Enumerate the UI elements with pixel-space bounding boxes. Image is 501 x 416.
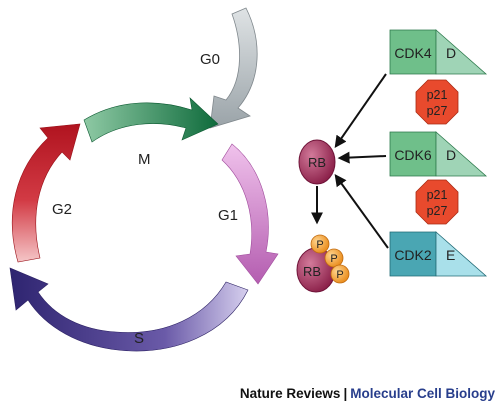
p27-label-2: p27 (427, 204, 448, 218)
phosphate-label: P (316, 239, 323, 251)
p21-p27-inhibitor-2: p21 p27 (415, 179, 459, 225)
cdk6-cyclin-d-complex: CDK6 D (389, 131, 488, 177)
p21-p27-inhibitor-1: p21 p27 (415, 79, 459, 125)
cdk6-to-rb-arrow (337, 151, 387, 164)
cdk4-label: CDK4 (394, 45, 432, 61)
p21-label-1: p21 (427, 88, 448, 102)
p21-label-2: p21 (427, 188, 448, 202)
phosphate-1: P (310, 234, 330, 254)
s-arrow (9, 267, 249, 352)
cdk2-to-rb-arrow (334, 174, 389, 249)
g2-label: G2 (52, 201, 72, 218)
cyclin-d-label-2: D (446, 147, 456, 163)
publisher-name: Nature Reviews (239, 386, 341, 401)
cdk4-cyclin-d-complex: CDK4 D (389, 29, 488, 75)
rb-phospho-label: RB (303, 264, 321, 279)
cdk4-to-rb-arrow (334, 73, 387, 148)
figure-credit: Nature Reviews|Molecular Cell Biology (0, 386, 501, 406)
phosphate-3: P (330, 264, 350, 284)
cyclin-d-label-1: D (446, 45, 456, 61)
g2-arrow (11, 123, 81, 263)
journal-name: Molecular Cell Biology (350, 386, 495, 401)
cdk2-cyclin-e-complex: CDK2 E (389, 231, 488, 277)
m-label: M (138, 151, 151, 168)
g0-label: G0 (200, 51, 220, 68)
credit-separator: | (343, 386, 348, 401)
rb-phosphorylated: RB P P P (296, 234, 350, 293)
s-label: S (134, 330, 144, 347)
g0-arrow (209, 7, 258, 129)
cdk6-label: CDK6 (394, 147, 432, 163)
rb-node: RB (298, 139, 336, 185)
p27-label-1: p27 (427, 104, 448, 118)
phosphate-label: P (336, 269, 343, 281)
rb-label: RB (308, 155, 326, 170)
g1-label: G1 (218, 207, 238, 224)
phosphate-2: P (324, 248, 344, 268)
g1-arrow (221, 143, 279, 285)
cdk2-label: CDK2 (394, 247, 432, 263)
phosphate-label: P (330, 253, 337, 265)
m-arrow (83, 97, 219, 143)
cyclin-e-label: E (446, 247, 455, 263)
